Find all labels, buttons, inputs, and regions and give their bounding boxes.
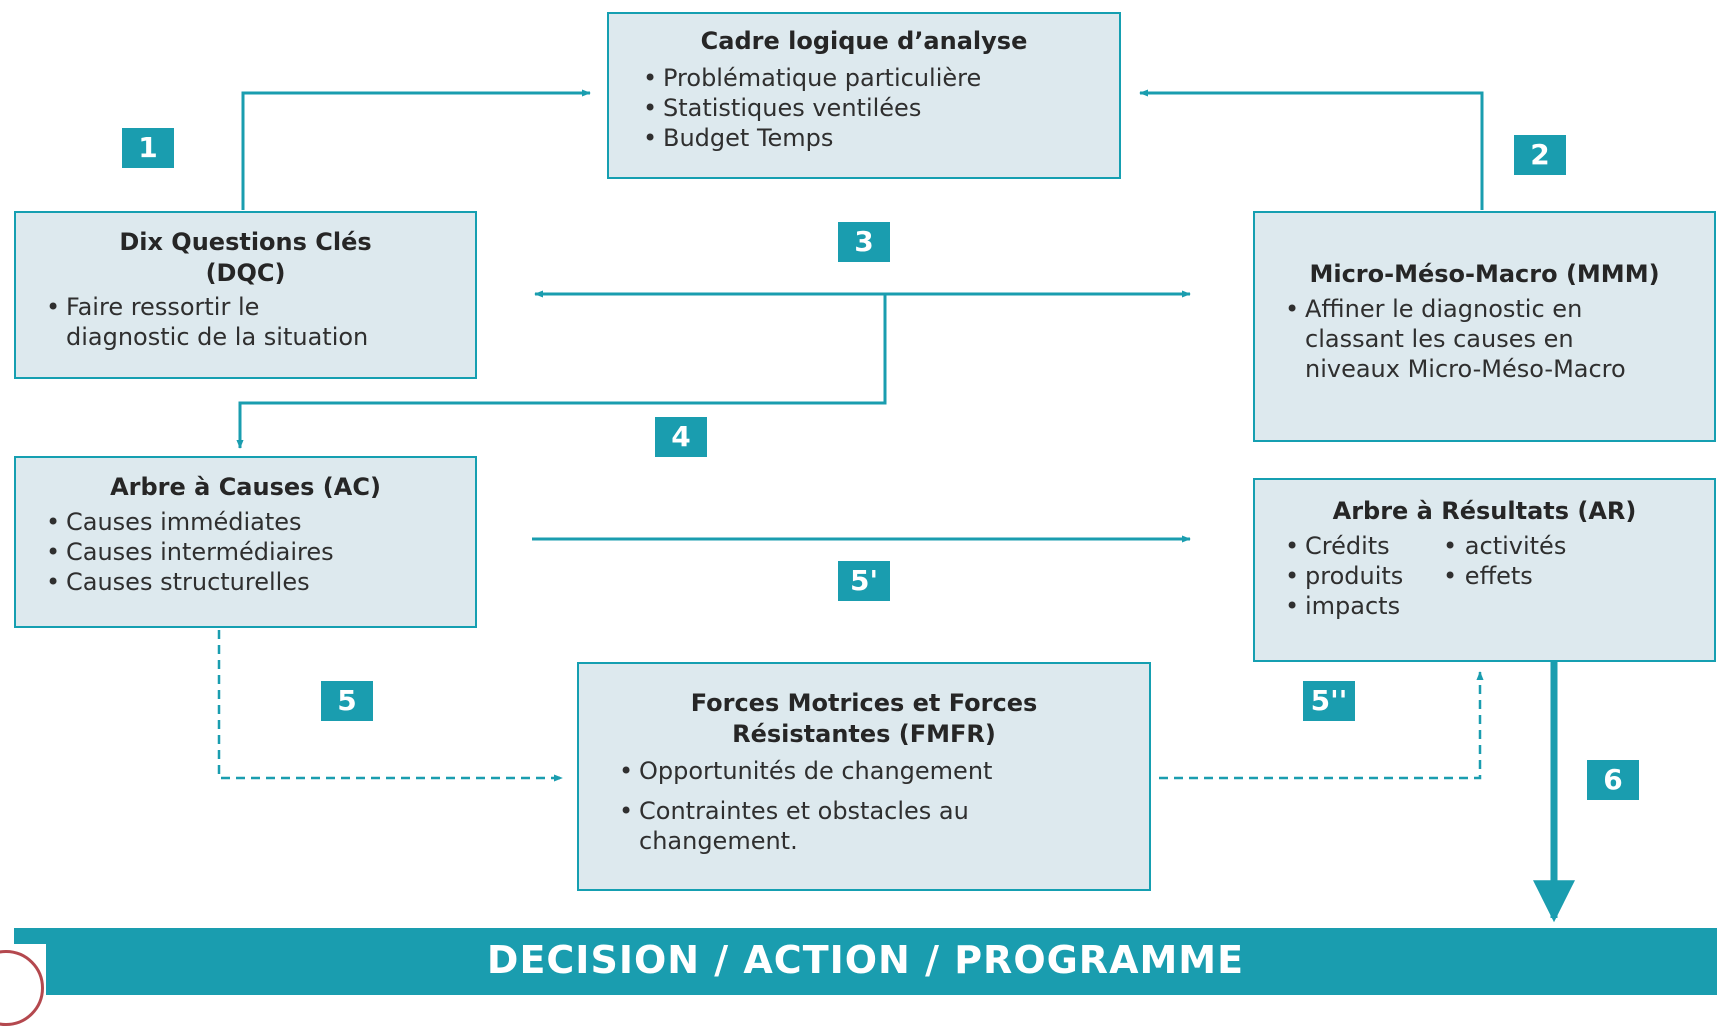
dqc-item-line1: Faire ressortir le [66,293,260,321]
dqc-box: Dix Questions Clés (DQC) Faire ressortir… [14,211,477,379]
fmfr-list: Opportunités de changement Contraintes e… [615,756,1149,856]
list-item: Opportunités de changement [615,756,1149,786]
list-item: Problématique particulière [639,63,1119,93]
mmm-item-line3: niveaux Micro-Méso-Macro [1305,355,1626,383]
list-item: Crédits • activités [1281,531,1714,561]
ar-item-effets: effets [1464,562,1533,590]
ac-box: Arbre à Causes (AC) Causes immédiates Ca… [14,456,477,628]
arrow-mmm-to-cadre [1139,89,1484,210]
mmm-title: Micro-Méso-Macro (MMM) [1309,260,1660,288]
badge-3: 3 [838,222,890,262]
ac-title: Arbre à Causes (AC) [110,473,381,501]
ac-list: Causes immédiates Causes intermédiaires … [42,507,475,597]
mmm-box: Micro-Méso-Macro (MMM) Affiner le diagno… [1253,211,1716,442]
ar-item-produits: produits [1305,562,1404,590]
mmm-item-line2: classant les causes en [1305,325,1574,353]
arrow-dqc-to-cadre [241,89,591,210]
fmfr-item2-line1: Contraintes et obstacles au [639,797,969,825]
fmfr-title-line2: Résistantes (FMFR) [732,720,996,748]
list-item: Causes immédiates [42,507,475,537]
dqc-title-line2: (DQC) [205,259,286,287]
badge-4: 4 [655,417,707,457]
ar-item-activites: activités [1464,532,1567,560]
dqc-list: Faire ressortir le diagnostic de la situ… [42,292,475,352]
fmfr-box: Forces Motrices et Forces Résistantes (F… [577,662,1151,891]
list-item: impacts [1281,591,1714,621]
badge-5: 5 [321,681,373,721]
ar-bullet: • [1443,562,1465,590]
list-item: Contraintes et obstacles au changement. [615,796,1149,856]
badge-5-prime: 5' [838,561,890,601]
arrow-ac-to-fmfr [217,630,563,782]
badge-6: 6 [1587,760,1639,800]
arrow-to-ac [236,294,887,449]
badge-2: 2 [1514,135,1566,175]
list-item: Causes structurelles [42,567,475,597]
connector-lines [217,89,1575,923]
fmfr-title-line1: Forces Motrices et Forces [690,689,1038,717]
list-item: Causes intermédiaires [42,537,475,567]
list-item: Affiner le diagnostic en classant les ca… [1281,294,1714,384]
mmm-list: Affiner le diagnostic en classant les ca… [1281,294,1714,384]
ar-title: Arbre à Résultats (AR) [1332,497,1637,525]
ar-box: Arbre à Résultats (AR) Crédits • activité… [1253,478,1716,662]
list-item: Statistiques ventilées [639,93,1119,123]
cadre-logique-box: Cadre logique d’analyse Problématique pa… [607,12,1121,179]
list-item: produits • effets [1281,561,1714,591]
ar-bullet: • [1443,532,1465,560]
arrow-fmfr-to-ar [1159,671,1484,780]
badge-5-double-prime: 5'' [1303,681,1355,721]
cadre-logique-title: Cadre logique d’analyse [700,27,1028,55]
list-item: Faire ressortir le diagnostic de la situ… [42,292,475,352]
mmm-item-line1: Affiner le diagnostic en [1305,295,1583,323]
ar-list: Crédits • activités produits • effets impa… [1281,531,1714,621]
fmfr-item2-line2: changement. [639,827,798,855]
dqc-title-line1: Dix Questions Clés [119,228,372,256]
cadre-logique-list: Problématique particulière Statistiques … [639,63,1119,153]
badge-1: 1 [122,128,174,168]
dqc-item-line2: diagnostic de la situation [66,323,369,351]
ar-item-credits: Crédits [1305,532,1390,560]
decision-banner: DECISION / ACTION / PROGRAMME [14,928,1717,995]
list-item: Budget Temps [639,123,1119,153]
